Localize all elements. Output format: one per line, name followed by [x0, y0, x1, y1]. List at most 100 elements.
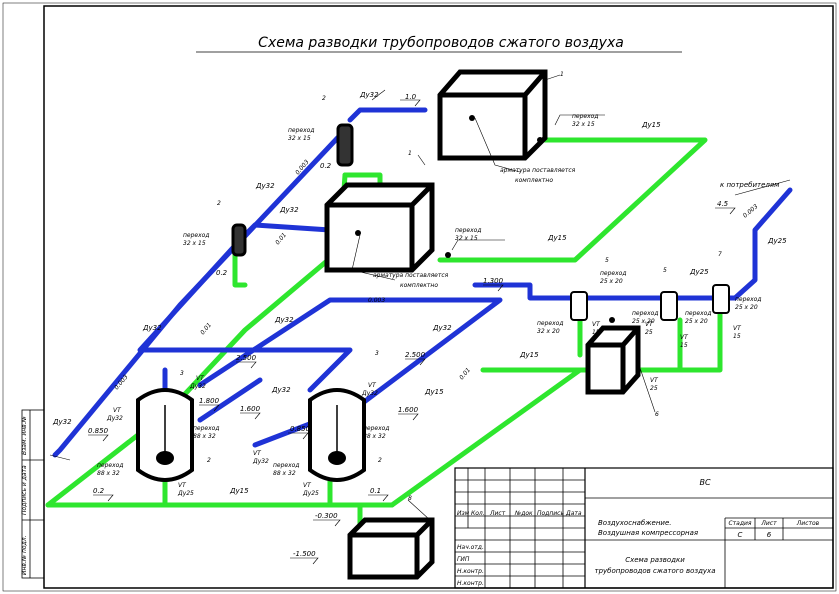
label-dn15-4: Ду15 — [424, 388, 444, 396]
title-block — [454, 467, 834, 589]
dim-2-500-a: 2.500 — [236, 354, 257, 362]
label-transition-9: переход — [632, 310, 658, 317]
tb-role-2: ГИП — [457, 556, 470, 563]
dim-0-850-left: 0.850 — [88, 427, 109, 435]
tb-sheet-name-1: Схема разводки — [625, 556, 685, 564]
label-transition-6: переход — [735, 296, 761, 303]
dim-1-600-left: 1.600 — [240, 405, 261, 413]
separator-top — [336, 123, 354, 167]
green-filters — [577, 317, 683, 373]
drawing-frame — [43, 5, 834, 589]
vt-5: VT — [650, 377, 659, 384]
tb-sheets-h: Листов — [796, 520, 820, 527]
dim-0-850-right: 0.850 — [290, 425, 311, 433]
vt-8: VT — [113, 407, 122, 414]
dim-88x32-3: 88 х 32 — [97, 470, 120, 477]
vessel-left — [136, 388, 194, 482]
mark-1-mid: 1 — [408, 150, 412, 157]
stamp-replace-inv: Взам. инв.№ — [21, 416, 28, 455]
dim-32x20: 32 х 20 — [537, 328, 560, 335]
dim-0-01-right: 0.01 — [458, 367, 472, 382]
tb-sheet: 6 — [767, 531, 772, 539]
label-transition-4: переход — [455, 227, 481, 234]
green-consumer — [637, 307, 723, 373]
vt-25-a: 25 — [645, 329, 653, 336]
label-dn32-10: Ду32 — [106, 415, 123, 422]
vt-11: VT — [303, 482, 312, 489]
mark-2-vessel-left: 2 — [207, 457, 211, 464]
vt-10: VT — [178, 482, 187, 489]
vt-1: VT — [592, 321, 601, 328]
mark-2-mid: 2 — [217, 200, 221, 207]
vt-4: VT — [733, 325, 742, 332]
label-dn32-2: Ду32 — [255, 182, 275, 190]
mark-7: 7 — [718, 251, 722, 258]
label-transition-10: переход — [193, 425, 219, 432]
blue-piping — [52, 107, 793, 458]
dim-0-01-mid: 0.01 — [274, 232, 288, 247]
dim-32x15-4: 32 х 15 — [455, 235, 478, 242]
label-dn32-3: Ду32 — [279, 206, 299, 214]
dim-25x20-3: 25 х 20 — [685, 318, 708, 325]
filters-group — [570, 284, 730, 321]
tb-role-1: Нач.отд. — [457, 544, 484, 551]
tb-stage: С — [738, 531, 743, 539]
tb-h-list: Лист — [489, 510, 506, 517]
label-transition-3: переход — [183, 232, 209, 239]
level-markers — [88, 99, 736, 565]
dim-1-0: 1.0 — [405, 93, 417, 101]
dim-0-2-top: 0.2 — [320, 162, 332, 170]
fitting-top-2: комплектно — [515, 177, 553, 184]
tb-role-3: Н.контр. — [457, 568, 484, 575]
vt-6: VT — [368, 382, 377, 389]
tb-h-date: Дата — [565, 510, 582, 517]
tb-h-izm: Изм — [457, 510, 470, 517]
dim-0-003-mid: 0.003 — [368, 297, 385, 304]
mark-1-top: 1 — [560, 71, 564, 78]
dim-32x15-1: 32 х 15 — [288, 135, 311, 142]
label-dn15-2: Ду15 — [547, 234, 567, 242]
tb-sheet-h: Лист — [760, 520, 777, 527]
label-dn32-9: Ду32 — [189, 383, 206, 390]
dim-88x32-4: 88 х 32 — [273, 470, 296, 477]
blue-upper-diag — [52, 127, 348, 458]
vt-25-b: 25 — [650, 385, 658, 392]
fitting-mid-1: арматура поставляется — [373, 272, 449, 279]
stamp-inv-original: Инв.№ подл. — [21, 535, 28, 575]
label-dn25-1: Ду25 — [767, 237, 787, 245]
label-transition-11: переход — [363, 425, 389, 432]
vt-7: VT — [196, 375, 205, 382]
blue-cross — [197, 297, 503, 423]
valves — [355, 115, 615, 323]
dim-4-5: 4.5 — [717, 200, 729, 208]
fitting-top-1: арматура поставляется — [500, 167, 576, 174]
mark-3-left: 3 — [180, 370, 184, 377]
vt-15-a: 15 — [592, 329, 600, 336]
label-dn25-3: Ду25 — [177, 490, 194, 497]
stamp-signature-date: Подпись и дата — [21, 465, 28, 515]
mark-2-vessel-right: 2 — [378, 457, 382, 464]
label-dn32-12: Ду32 — [252, 458, 269, 465]
vt-2: VT — [645, 321, 654, 328]
tb-project-1: Воздухоснабжение. — [598, 519, 672, 527]
label-dn25-4: Ду25 — [302, 490, 319, 497]
dim-88x32-1: 88 х 32 — [193, 433, 216, 440]
label-transition-12: переход — [97, 462, 123, 469]
label-dn32-4: Ду32 — [274, 316, 294, 324]
mark-8: 8 — [408, 495, 412, 502]
tb-h-kol: Кол. — [471, 510, 485, 517]
dim-32x15-2: 32 х 15 — [572, 121, 595, 128]
vt-15-b: 15 — [680, 342, 688, 349]
label-dn32-6: Ду32 — [142, 324, 162, 332]
blue-upper-main — [347, 107, 428, 123]
vt-15-c: 15 — [733, 333, 741, 340]
label-transition-8: переход — [537, 320, 563, 327]
compressor-1-top — [437, 69, 548, 161]
vt-9: VT — [253, 450, 262, 457]
tb-project-2: Воздушная компрессорная — [598, 529, 698, 537]
mark-3-right: 3 — [375, 350, 379, 357]
vessel-right — [308, 388, 366, 482]
label-transition-13: переход — [273, 462, 299, 469]
label-to-consumers: к потребителям — [720, 181, 780, 189]
